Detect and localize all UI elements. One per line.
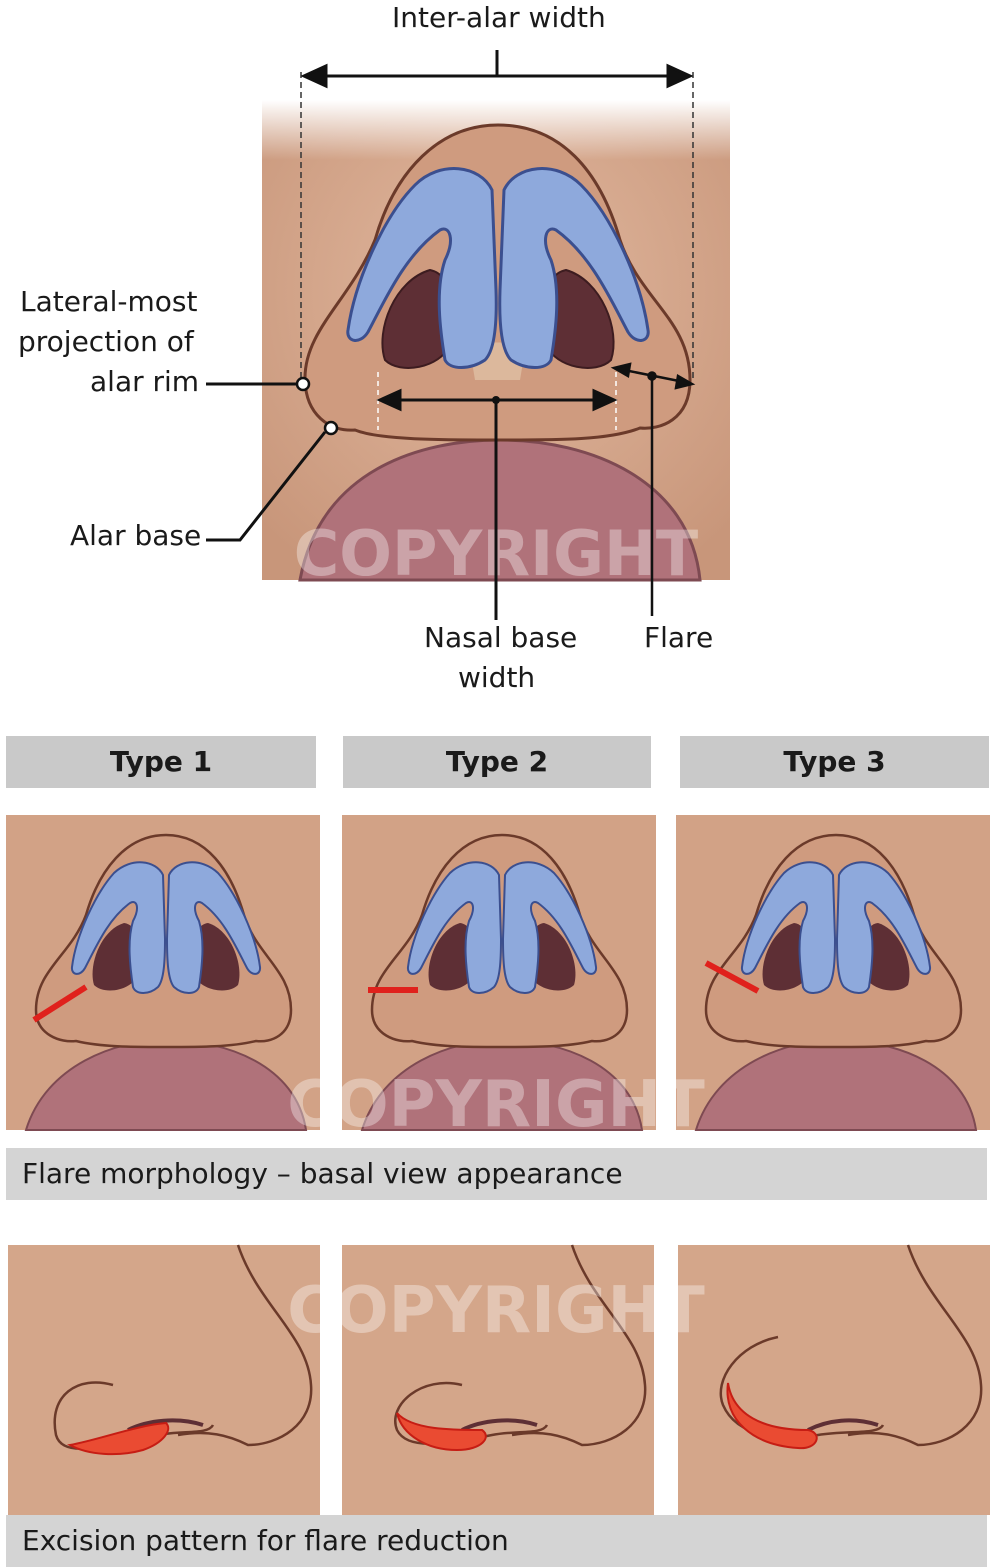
type-3-header: Type 3	[680, 736, 989, 788]
inter-alar-width-label: Inter-alar width	[392, 1, 606, 34]
right-lower-lateral-cartilage	[498, 167, 650, 369]
type-3-excision-line	[704, 960, 760, 994]
middle-watermark: COPYRIGHT	[287, 1068, 705, 1142]
flare-morphology-caption-band	[6, 1148, 987, 1200]
alar-base-label: Alar base	[70, 519, 202, 552]
bottom-watermark: COPYRIGHT	[287, 1274, 705, 1348]
lateral-projection-leader	[206, 376, 311, 392]
lateral-projection-label-line3: alar rim	[90, 365, 200, 398]
inter-alar-width-arrow	[300, 50, 694, 89]
excision-type-2-illustration	[342, 1244, 654, 1515]
flare-label: Flare	[644, 621, 714, 654]
flare-arrow	[610, 362, 696, 616]
excision-wedge-3	[726, 1382, 818, 1450]
type-1-excision-line	[32, 984, 88, 1023]
lateral-projection-label-line2: projection of	[18, 325, 194, 358]
left-lower-lateral-cartilage	[346, 167, 498, 369]
type-2-basal-illustration	[342, 815, 656, 1131]
excision-type-3-illustration	[678, 1244, 990, 1515]
excision-type-1-illustration	[8, 1244, 320, 1515]
excision-pattern-caption-band	[6, 1515, 987, 1567]
flare-morphology-caption: Flare morphology – basal view appearance	[22, 1157, 623, 1190]
type-2-header: Type 2	[343, 736, 651, 788]
nasal-base-width-label-line1: Nasal base	[424, 621, 578, 654]
alar-base-leader	[206, 420, 339, 542]
excision-wedge-1	[67, 1421, 170, 1456]
excision-pattern-caption: Excision pattern for flare reduction	[22, 1524, 509, 1557]
type-1-header: Type 1	[6, 736, 316, 788]
nasal-base-width-label-line2: width	[458, 661, 536, 694]
lateral-projection-label-line1: Lateral-most	[20, 285, 198, 318]
type-1-basal-illustration	[6, 815, 320, 1131]
excision-wedge-2	[396, 1412, 487, 1452]
type-3-basal-illustration	[676, 815, 990, 1131]
